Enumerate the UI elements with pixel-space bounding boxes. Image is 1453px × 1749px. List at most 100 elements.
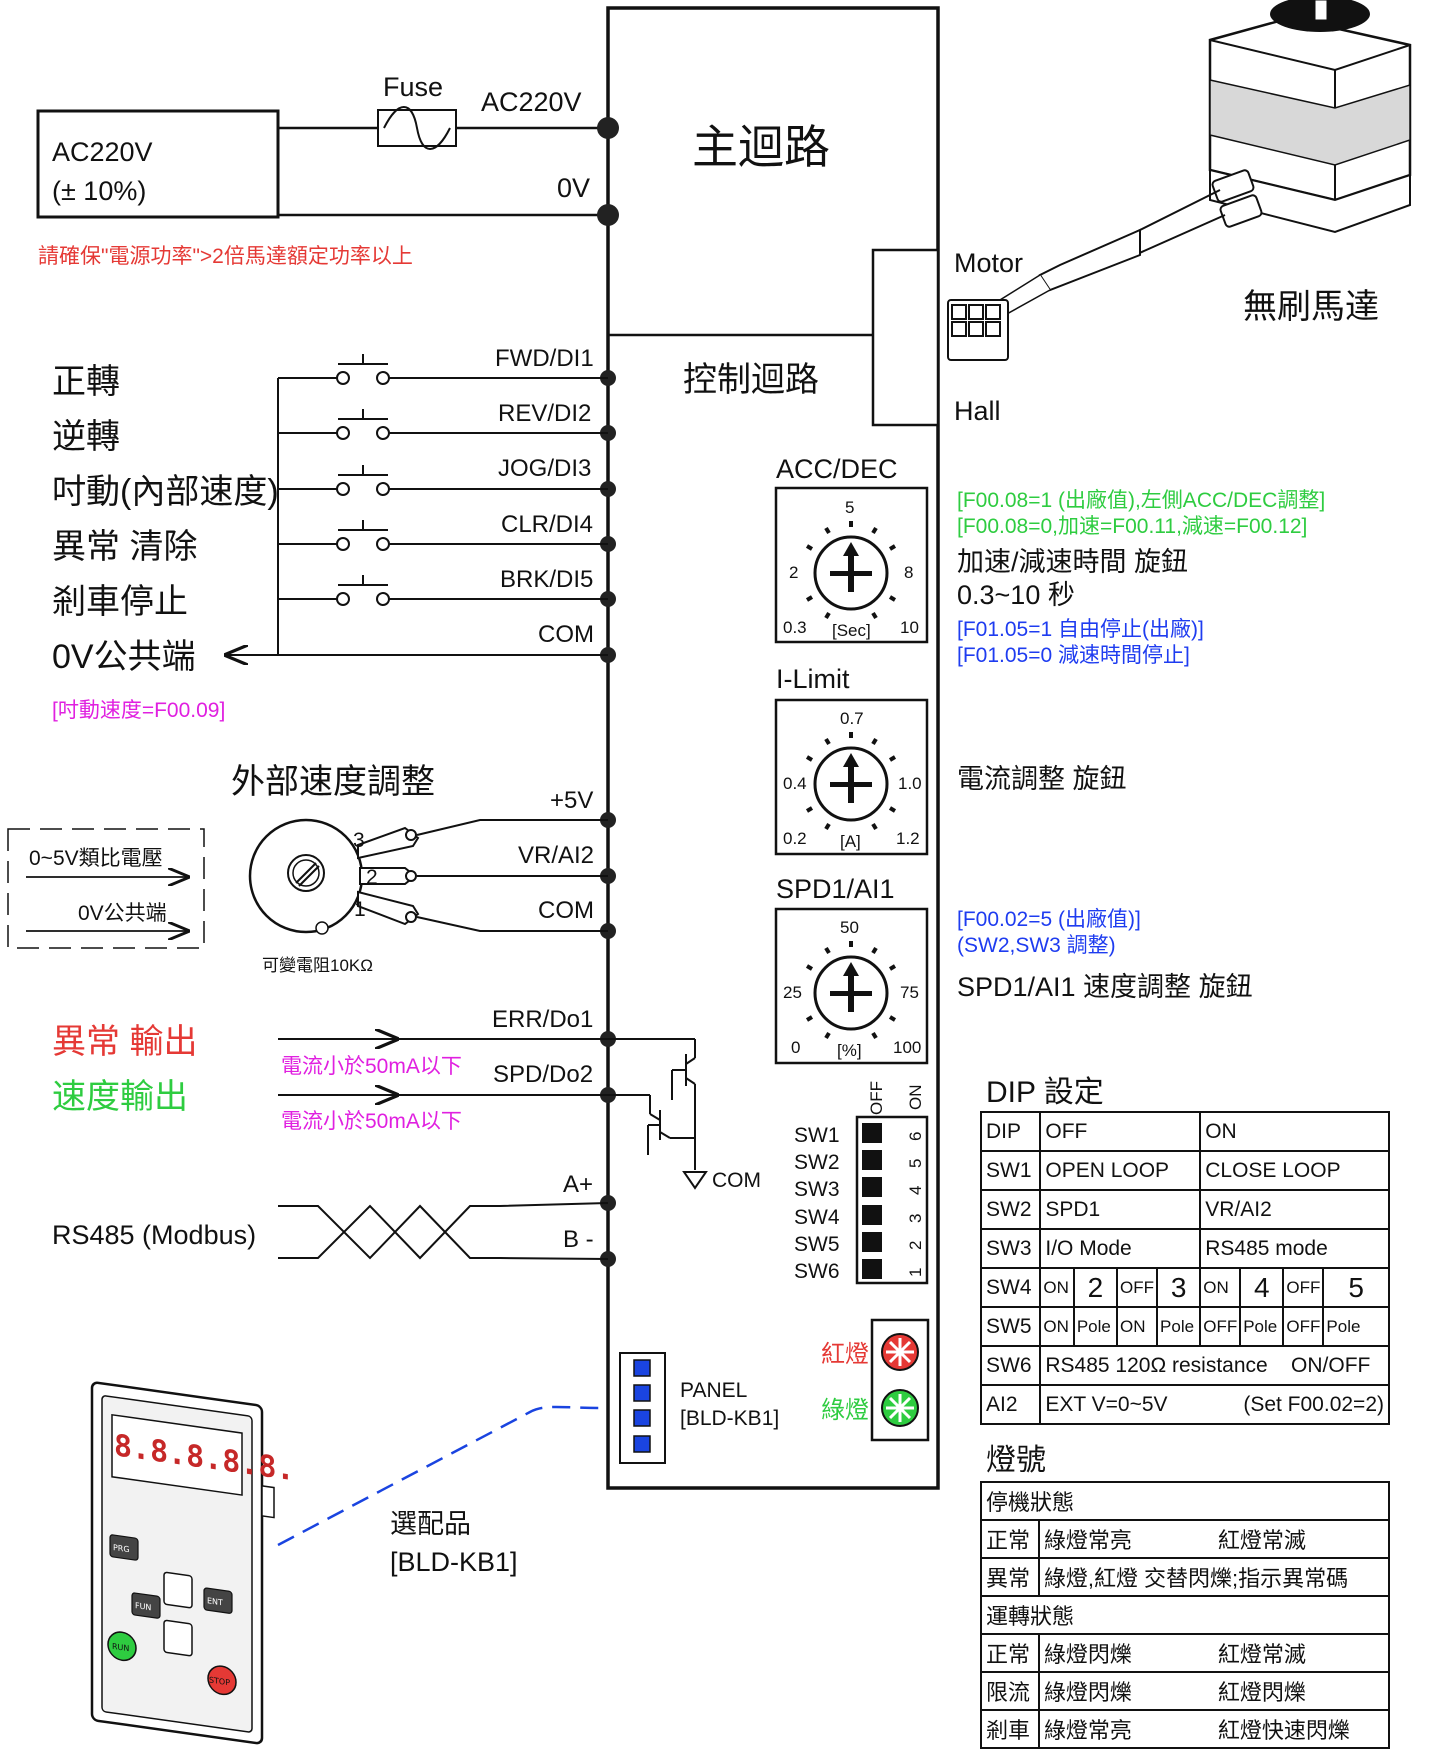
dip-cell: (Set F00.02=2) <box>1200 1384 1390 1425</box>
dip-row: DIP OFF ON <box>979 1111 1390 1152</box>
panel-connector-model: [BLD-KB1] <box>680 1407 779 1430</box>
drive-housing <box>606 6 940 1490</box>
led-cell: 正常 <box>980 1633 1040 1673</box>
acc-note-blue-1: [F01.05=1 自由停止(出廠)] <box>957 618 1204 641</box>
knob-ticks <box>805 521 897 620</box>
led-cell: 運轉狀態 <box>980 1595 1390 1635</box>
dip-cell: OFF <box>1282 1306 1325 1347</box>
dip-switch[interactable]: OFF ON SW1 SW2 SW3 SW4 SW5 SW6 6 5 4 3 2… <box>794 1081 929 1285</box>
dip-cell: I/O Mode <box>1039 1228 1202 1269</box>
panel-connector: PANEL [BLD-KB1] <box>619 1352 779 1464</box>
led-table-title: 燈號 <box>986 1444 1046 1477</box>
dip-cell: ON <box>1199 1111 1390 1152</box>
dip-settings-section: DIP 設定 DIP OFF ON SW1 OPEN LOOP CLOSE LO… <box>979 1067 1391 1749</box>
rs485-label: RS485 (Modbus) <box>52 1220 256 1250</box>
dip-cell: Pole <box>1072 1306 1119 1347</box>
knob-acc-dec[interactable]: ACC/DEC 5 2 8 0.3 [Sec] 10 <box>774 454 929 644</box>
knob-acc-right: 8 <box>904 563 913 582</box>
err-current-note: 電流小於50mA以下 <box>281 1055 462 1078</box>
key-stop: STOP <box>209 1675 230 1687</box>
dip-cell: SPD1 <box>1039 1189 1202 1230</box>
led-cell: 綠燈閃爍 <box>1037 1671 1214 1711</box>
knob-ilimit-right: 1.0 <box>898 774 922 793</box>
key-prg: PRG <box>113 1543 130 1554</box>
err-output-label: 異常 輸出 <box>52 1023 197 1061</box>
dip-sw4: SW4 <box>794 1206 840 1229</box>
acc-note-green-2: [F00.08=0,加速=F00.11,減速=F00.12] <box>957 515 1307 538</box>
terminal-fwd: FWD/DI1 <box>495 345 594 372</box>
led-cell: 紅燈常滅 <box>1213 1633 1391 1673</box>
rs485-section: RS485 (Modbus) A+ B - <box>52 1171 609 1260</box>
acc-note-green-1: [F00.08=1 (出廠值),左側ACC/DEC調整] <box>957 489 1325 512</box>
input-label-brk: 剎車停止 <box>52 583 188 621</box>
dip-cell: EXT V=0~5V <box>1039 1384 1201 1425</box>
dip-cell: SW1 <box>979 1150 1042 1191</box>
fuse-symbol <box>377 106 457 150</box>
dip-cell: OPEN LOOP <box>1039 1150 1202 1191</box>
acc-desc-2: 0.3~10 秒 <box>957 580 1075 610</box>
motor-terminal-label: Motor <box>954 248 1023 278</box>
acc-note-blue-2: [F01.05=0 減速時間停止] <box>957 644 1190 667</box>
dip-cell: OFF <box>1282 1267 1325 1308</box>
dip-cell: Pole <box>1156 1306 1202 1347</box>
dip-cell: 2 <box>1072 1267 1119 1308</box>
knob-spd1-left: 25 <box>783 983 802 1002</box>
digital-inputs: 正轉 逆轉 吋動(內部速度) 異常 清除 剎車停止 0V公共端 FWD/DI1 … <box>52 345 608 722</box>
terminal-a-plus: A+ <box>563 1171 593 1198</box>
knob-acc-dec-title: ACC/DEC <box>776 454 898 484</box>
dip-sw6: SW6 <box>794 1260 840 1283</box>
pot-resistance-label: 可變電阻10KΩ <box>262 956 373 975</box>
knob-ilimit-min: 0.2 <box>783 829 807 848</box>
spd-output-transistor <box>608 1094 696 1170</box>
key-down-icon <box>163 1619 193 1657</box>
motor-name: 無刷馬達 <box>1243 288 1379 326</box>
knob-ilimit-top: 0.7 <box>840 709 864 728</box>
terminal-5v: +5V <box>550 787 593 814</box>
input-label-clr: 異常 清除 <box>52 528 197 566</box>
dip-cell: SW5 <box>979 1306 1042 1347</box>
terminal-com-di: COM <box>538 621 594 648</box>
terminal-rev: REV/DI2 <box>498 400 591 427</box>
dip-num-2: 2 <box>906 1241 925 1250</box>
dip-cell: CLOSE LOOP <box>1199 1150 1390 1191</box>
red-led-label: 紅燈 <box>821 1341 869 1368</box>
dip-row-sw4: SW4 ON 2 OFF 3 ON 4 OFF 5 <box>979 1267 1390 1308</box>
led-cell: 停機狀態 <box>980 1481 1390 1521</box>
dip-on-label: ON <box>906 1085 925 1111</box>
terminal-vr-ai2: VR/AI2 <box>518 842 594 869</box>
led-cell: 異常 <box>980 1557 1040 1597</box>
led-row: 限流 綠燈閃爍 紅燈閃爍 <box>980 1671 1391 1711</box>
spd-note-blue-2: (SW2,SW3 調整) <box>957 934 1116 957</box>
knob-i-limit[interactable]: I-Limit 0.7 0.4 1.0 0.2 [A] 1.2 <box>774 664 929 856</box>
dip-num-5: 5 <box>906 1159 925 1168</box>
dip-num-6: 6 <box>906 1132 925 1141</box>
dip-cell: ON <box>1116 1306 1159 1347</box>
dip-cell: ON <box>1039 1306 1075 1347</box>
knob-ilimit-unit: [A] <box>840 832 861 851</box>
knob-spd1[interactable]: SPD1/AI1 50 25 75 0 [%] 100 <box>774 874 929 1065</box>
knob-acc-top: 5 <box>845 498 854 517</box>
led-row: 正常 綠燈常亮 紅燈常滅 <box>980 1519 1391 1559</box>
knob-acc-left: 2 <box>789 563 798 582</box>
knob-acc-min: 0.3 <box>783 618 807 637</box>
dip-cell: Pole <box>1239 1306 1285 1347</box>
led-row: 停機狀態 <box>980 1481 1390 1521</box>
dip-cell: VR/AI2 <box>1199 1189 1390 1230</box>
dip-cell: RS485 120Ω resistance ON/OFF <box>1039 1345 1390 1386</box>
led-cell: 紅燈快速閃爍 <box>1213 1709 1391 1749</box>
knob-spd1-title: SPD1/AI1 <box>776 874 895 904</box>
dip-off-label: OFF <box>867 1081 886 1115</box>
led-cell: 剎車 <box>980 1709 1040 1749</box>
terminal-err-do1: ERR/Do1 <box>492 1006 593 1033</box>
knob-spd1-top: 50 <box>840 918 859 937</box>
dip-sw3: SW3 <box>794 1178 840 1201</box>
dip-sw1: SW1 <box>794 1124 840 1147</box>
input-label-jog: 吋動(內部速度) <box>52 473 279 511</box>
knob-ilimit-max: 1.2 <box>896 829 920 848</box>
dip-cell: DIP <box>979 1111 1042 1152</box>
power-source-voltage: AC220V <box>52 137 153 167</box>
spd-desc: SPD1/AI1 速度調整 旋鈕 <box>957 972 1253 1002</box>
analog-voltage-label: 0~5V類比電壓 <box>29 847 163 870</box>
terminal-clr: CLR/DI4 <box>501 511 593 538</box>
input-label-rev: 逆轉 <box>52 418 120 456</box>
